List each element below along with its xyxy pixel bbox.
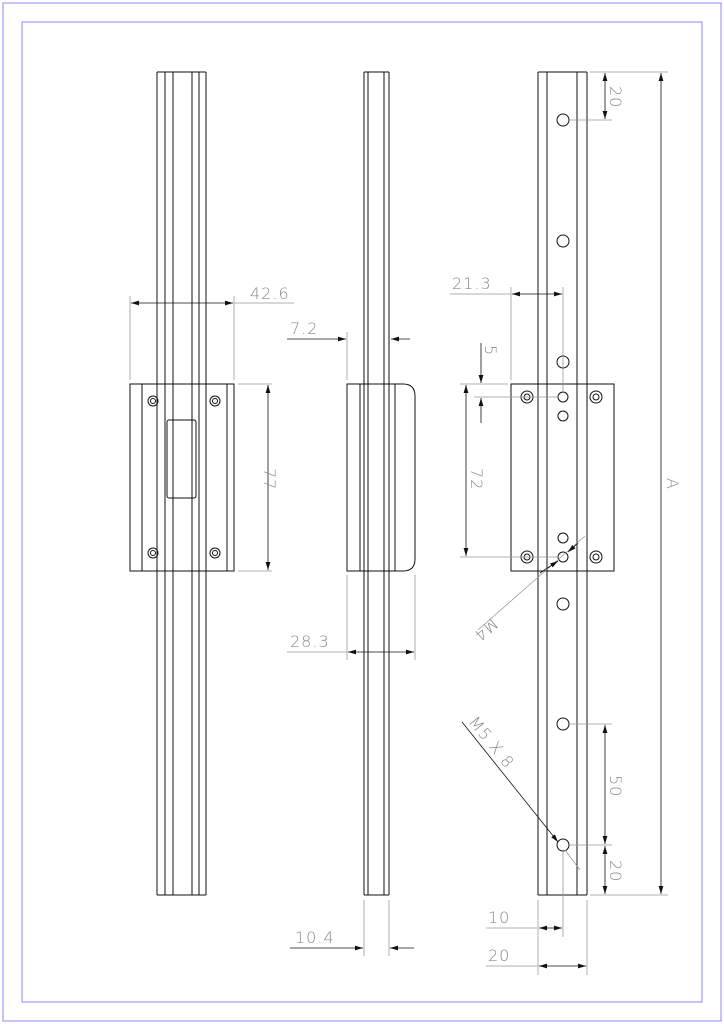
dim-hole-center: 10 [488, 908, 510, 927]
rail-front [156, 71, 207, 896]
dim-rail-width: 20 [488, 946, 510, 965]
tapped-hole-icon [557, 391, 569, 563]
window [166, 419, 197, 499]
front-view: 42.6 77 [129, 71, 294, 896]
dim-carriage-length: 77 [260, 468, 279, 490]
dim-hole-offset: 21.3 [452, 274, 492, 293]
carriage-top [510, 383, 615, 572]
dim-rail-offset: 7.2 [290, 319, 318, 338]
label-thread-rail: M5 X 8 [465, 713, 518, 773]
dim-end-distance-bottom: 20 [606, 860, 625, 882]
screw-icon [147, 395, 221, 559]
label-thread-carriage: M4 [470, 614, 502, 645]
dim-carriage-width: 42.6 [250, 284, 290, 303]
dim-carriage-height: 28.3 [290, 632, 330, 651]
screw-icon [520, 390, 603, 564]
carriage-side [346, 383, 416, 572]
inner-border [21, 21, 703, 1003]
dim-rail-height: 10.4 [295, 928, 335, 947]
dim-rail-length: A [663, 478, 682, 490]
dim-hole-pitch: 50 [606, 775, 625, 797]
side-view: 7.2 28.3 10.4 [287, 71, 416, 956]
rail-top [537, 71, 588, 896]
dim-hole-spacing-small: 5 [481, 345, 500, 356]
dim-end-distance-top: 20 [606, 86, 625, 108]
carriage-front [129, 383, 235, 572]
top-view: A 20 50 20 21.3 5 72 M4 M5 X 8 10 20 [450, 71, 682, 975]
rail-side [363, 71, 390, 896]
dim-hole-spacing-carriage: 72 [467, 468, 486, 490]
rail-hole-icon [556, 113, 570, 852]
